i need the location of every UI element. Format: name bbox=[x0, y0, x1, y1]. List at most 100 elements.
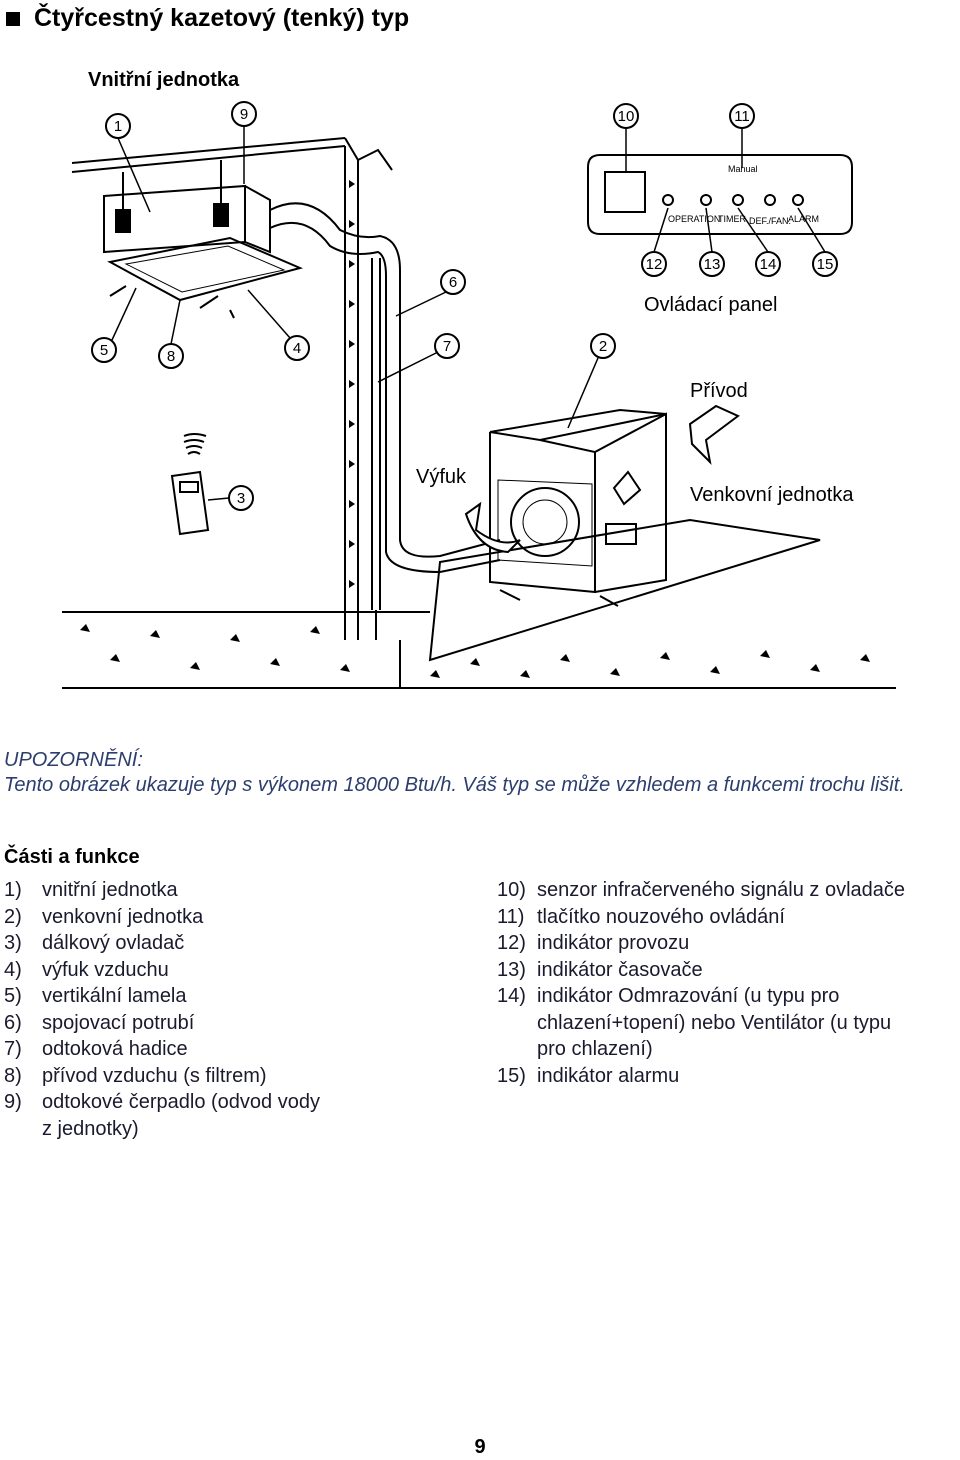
list-item: 5) vertikální lamela bbox=[4, 983, 464, 1010]
item-number: 2) bbox=[4, 905, 22, 928]
control-panel-label: Ovládací panel bbox=[644, 294, 778, 316]
callout-5 bbox=[91, 337, 117, 363]
callout-number: 13 bbox=[704, 256, 721, 273]
callout-4 bbox=[284, 335, 310, 361]
item-number: 15) bbox=[497, 1064, 526, 1087]
list-item: 6) spojovací potrubí bbox=[4, 1010, 464, 1037]
exhaust-label: Výfuk bbox=[416, 466, 467, 488]
list-item: 4) výfuk vzduchu bbox=[4, 957, 464, 984]
panel-alarm-text: ALARM bbox=[788, 214, 819, 224]
outdoor-unit-label: Venkovní jednotka bbox=[690, 484, 854, 506]
item-text: vnitřní jednotka bbox=[42, 879, 178, 901]
callout-number: 3 bbox=[237, 490, 245, 507]
remote-control-drawing bbox=[170, 433, 210, 536]
callout-markers bbox=[91, 101, 838, 511]
panel-def-fan-text: DEF./FAN. bbox=[749, 216, 791, 226]
item-number: 12) bbox=[497, 932, 526, 954]
item-text: vertikální lamela bbox=[42, 985, 187, 1007]
ground-slab bbox=[62, 611, 896, 689]
item-text: indikátor časovače bbox=[537, 958, 703, 981]
outdoor-unit-drawing bbox=[489, 408, 667, 607]
page-title-text: Čtyřcestný kazetový (tenký) typ bbox=[34, 4, 410, 32]
item-text: přívod vzduchu (s filtrem) bbox=[42, 1064, 267, 1087]
panel-timer-text: TIMER bbox=[718, 214, 746, 224]
page-title: Čtyřcestný kazetový (tenký) typ bbox=[6, 4, 409, 33]
list-item: 15) indikátor alarmu bbox=[497, 1063, 960, 1090]
callout-number: 5 bbox=[100, 342, 108, 359]
callout-number: 10 bbox=[618, 108, 635, 125]
list-item: 11) tlačítko nouzového ovládání bbox=[497, 904, 960, 931]
wall-hatching bbox=[349, 180, 355, 588]
outdoor-platform bbox=[428, 518, 821, 662]
list-item: 7) odtoková hadice bbox=[4, 1036, 464, 1063]
callout-number: 15 bbox=[817, 256, 834, 273]
callout-leaders bbox=[111, 126, 826, 501]
item-text: indikátor provozu bbox=[537, 932, 690, 954]
callout-numbers: 1 9 10 11 6 12 13 14 15 5 8 4 7 2 3 bbox=[100, 106, 834, 507]
item-number: 5) bbox=[4, 985, 22, 1007]
connecting-pipe-drawing bbox=[269, 202, 501, 574]
item-number: 7) bbox=[4, 1038, 22, 1060]
panel-manual-text: Manual bbox=[728, 164, 758, 174]
callout-number: 2 bbox=[599, 338, 607, 355]
item-text: indikátor Odmrazování (u typu pro chlaze… bbox=[537, 985, 892, 1060]
list-item: 3) dálkový ovladač bbox=[4, 930, 464, 957]
list-item: 13) indikátor časovače bbox=[497, 957, 960, 984]
list-item: 8) přívod vzduchu (s filtrem) bbox=[4, 1063, 464, 1090]
square-bullet-icon bbox=[6, 11, 20, 26]
parts-list-left: 1)vnitřní jednotka 2) venkovní jednotka 3… bbox=[4, 877, 464, 1142]
control-panel-drawing bbox=[587, 154, 853, 235]
callout-2 bbox=[590, 333, 616, 359]
item-number: 6) bbox=[4, 1011, 22, 1034]
item-text: venkovní jednotka bbox=[42, 905, 204, 928]
intake-arrow-icon bbox=[688, 404, 740, 465]
list-item: 10) senzor infračerveného signálu z ovlad… bbox=[497, 877, 960, 904]
item-number: 4) bbox=[4, 958, 22, 981]
item-number: 14) bbox=[497, 985, 526, 1007]
control-panel-text: Manual OPERATION TIMER DEF./FAN. ALARM bbox=[668, 164, 819, 226]
item-number: 10) bbox=[497, 879, 526, 901]
item-text: senzor infračerveného signálu z ovladače bbox=[537, 879, 905, 901]
page-number: 9 bbox=[474, 1436, 486, 1458]
item-number: 3) bbox=[4, 932, 22, 954]
callout-number: 6 bbox=[449, 274, 457, 291]
intake-label: Přívod bbox=[690, 380, 748, 402]
caution-heading: UPOZORNĚNÍ: bbox=[4, 749, 143, 771]
item-number: 8) bbox=[4, 1064, 22, 1087]
caution-text: Tento obrázek ukazuje typ s výkonem 1800… bbox=[4, 774, 905, 796]
callout-number: 14 bbox=[760, 256, 777, 273]
installation-diagram: Manual OPERATION TIMER DEF./FAN. ALARM bbox=[62, 101, 896, 689]
callout-number: 8 bbox=[167, 348, 175, 365]
list-item: 2) venkovní jednotka bbox=[4, 904, 464, 931]
callout-6 bbox=[440, 269, 466, 295]
callout-number: 11 bbox=[734, 108, 750, 125]
item-number: 11) bbox=[497, 905, 525, 928]
callout-number: 4 bbox=[293, 340, 301, 357]
exhaust-arrow-icon bbox=[464, 501, 521, 554]
list-item: 12) indikátor provozu bbox=[497, 930, 960, 957]
caution-note: UPOZORNĚNÍ: Tento obrázek ukazuje typ s … bbox=[4, 748, 944, 798]
callout-number: 12 bbox=[646, 256, 663, 273]
item-text: spojovací potrubí bbox=[42, 1011, 195, 1034]
indoor-unit-drawing bbox=[103, 160, 304, 319]
callout-number: 7 bbox=[443, 338, 451, 355]
parts-title: Části a funkce bbox=[4, 846, 140, 868]
callout-7 bbox=[434, 333, 460, 359]
callout-number: 1 bbox=[114, 118, 122, 135]
item-text: indikátor alarmu bbox=[537, 1064, 680, 1087]
item-text: odtoková hadice bbox=[42, 1038, 188, 1060]
item-text: dálkový ovladač bbox=[42, 932, 185, 954]
indoor-unit-label: Vnitřní jednotka bbox=[88, 69, 240, 91]
list-item: 14) indikátor Odmrazování (u typu pro chl… bbox=[497, 983, 960, 1063]
parts-list-right: 10) senzor infračerveného signálu z ovlad… bbox=[497, 877, 960, 1089]
callout-number: 9 bbox=[240, 106, 248, 123]
ceiling-slab bbox=[71, 137, 393, 640]
list-item: 9) odtokové čerpadlo (odvod vody z jednot… bbox=[4, 1089, 464, 1142]
item-number: 13) bbox=[497, 958, 526, 981]
item-text: tlačítko nouzového ovládání bbox=[537, 905, 785, 928]
item-text: odtokové čerpadlo (odvod vody z jednotky… bbox=[42, 1091, 320, 1140]
item-text: výfuk vzduchu bbox=[42, 958, 169, 981]
item-number: 9) bbox=[4, 1091, 22, 1113]
list-item: 1)vnitřní jednotka bbox=[4, 877, 464, 904]
drain-hose-drawing bbox=[371, 258, 381, 640]
